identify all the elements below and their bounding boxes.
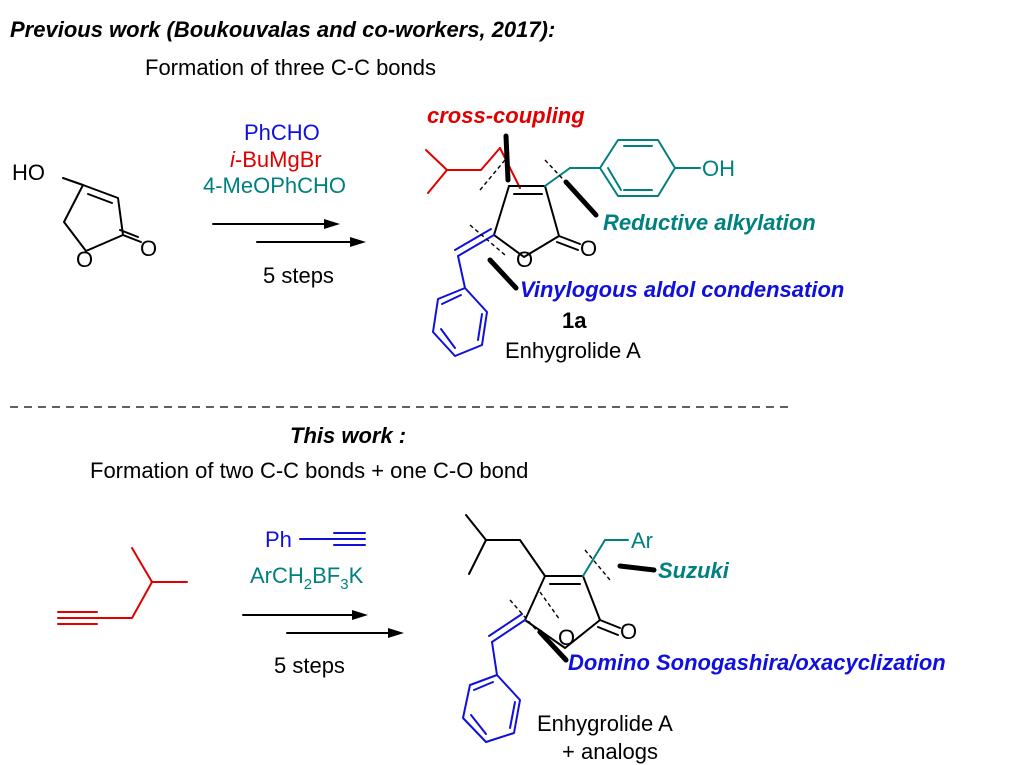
hydroxy-label: HO (12, 160, 45, 185)
steps-label-bottom: 5 steps (274, 653, 345, 678)
previous-work-subtitle: Formation of three C-C bonds (145, 55, 436, 80)
compound-number: 1a (562, 308, 587, 333)
label-suzuki: Suzuki (658, 558, 730, 583)
methylpentyne-structure (57, 547, 188, 625)
label-reductive-alkylation: Reductive alkylation (603, 210, 816, 235)
multistep-arrow-top (212, 219, 366, 247)
product-suffix: + analogs (562, 739, 658, 764)
tetronic-acid-structure (62, 177, 142, 252)
product-ring-oxygen: O (516, 247, 533, 272)
this-work-subtitle: Formation of two C-C bonds + one C-O bon… (90, 458, 528, 483)
label-vinylogous-aldol: Vinylogous aldol condensation (520, 277, 844, 302)
enhygrolide-a-structure (425, 133, 701, 357)
reagent-anisaldehyde: 4-MeOPhCHO (203, 173, 346, 198)
product-ring-oxygen-bottom: O (558, 625, 575, 650)
ring-oxygen-label: O (76, 247, 93, 272)
compound-name: Enhygrolide A (505, 338, 641, 363)
label-cross-coupling: cross-coupling (427, 103, 585, 128)
previous-work-header: Previous work (Boukouvalas and co-worker… (10, 17, 555, 42)
reagent-phenylacetylene: Ph (265, 527, 292, 552)
reagent-trifluoroborate: ArCH2BF3K (250, 563, 364, 593)
reagent-grignard: i-BuMgBr (230, 147, 322, 172)
aryl-label: Ar (631, 528, 653, 553)
product-carbonyl-oxygen: O (580, 236, 597, 261)
carbonyl-oxygen-label: O (140, 236, 157, 261)
steps-label-top: 5 steps (263, 263, 334, 288)
this-work-header: This work : (290, 423, 406, 448)
label-domino-sonogashira: Domino Sonogashira/oxacyclization (568, 650, 946, 675)
reagent-benzaldehyde: PhCHO (244, 120, 320, 145)
product-carbonyl-oxygen-bottom: O (620, 619, 637, 644)
enhygrolide-product-structure (462, 514, 657, 743)
multistep-arrow-bottom (242, 610, 404, 638)
product-name-bottom: Enhygrolide A (537, 711, 673, 736)
alkyne-bond-icon (299, 532, 366, 546)
hydroxyl-label: OH (702, 156, 735, 181)
